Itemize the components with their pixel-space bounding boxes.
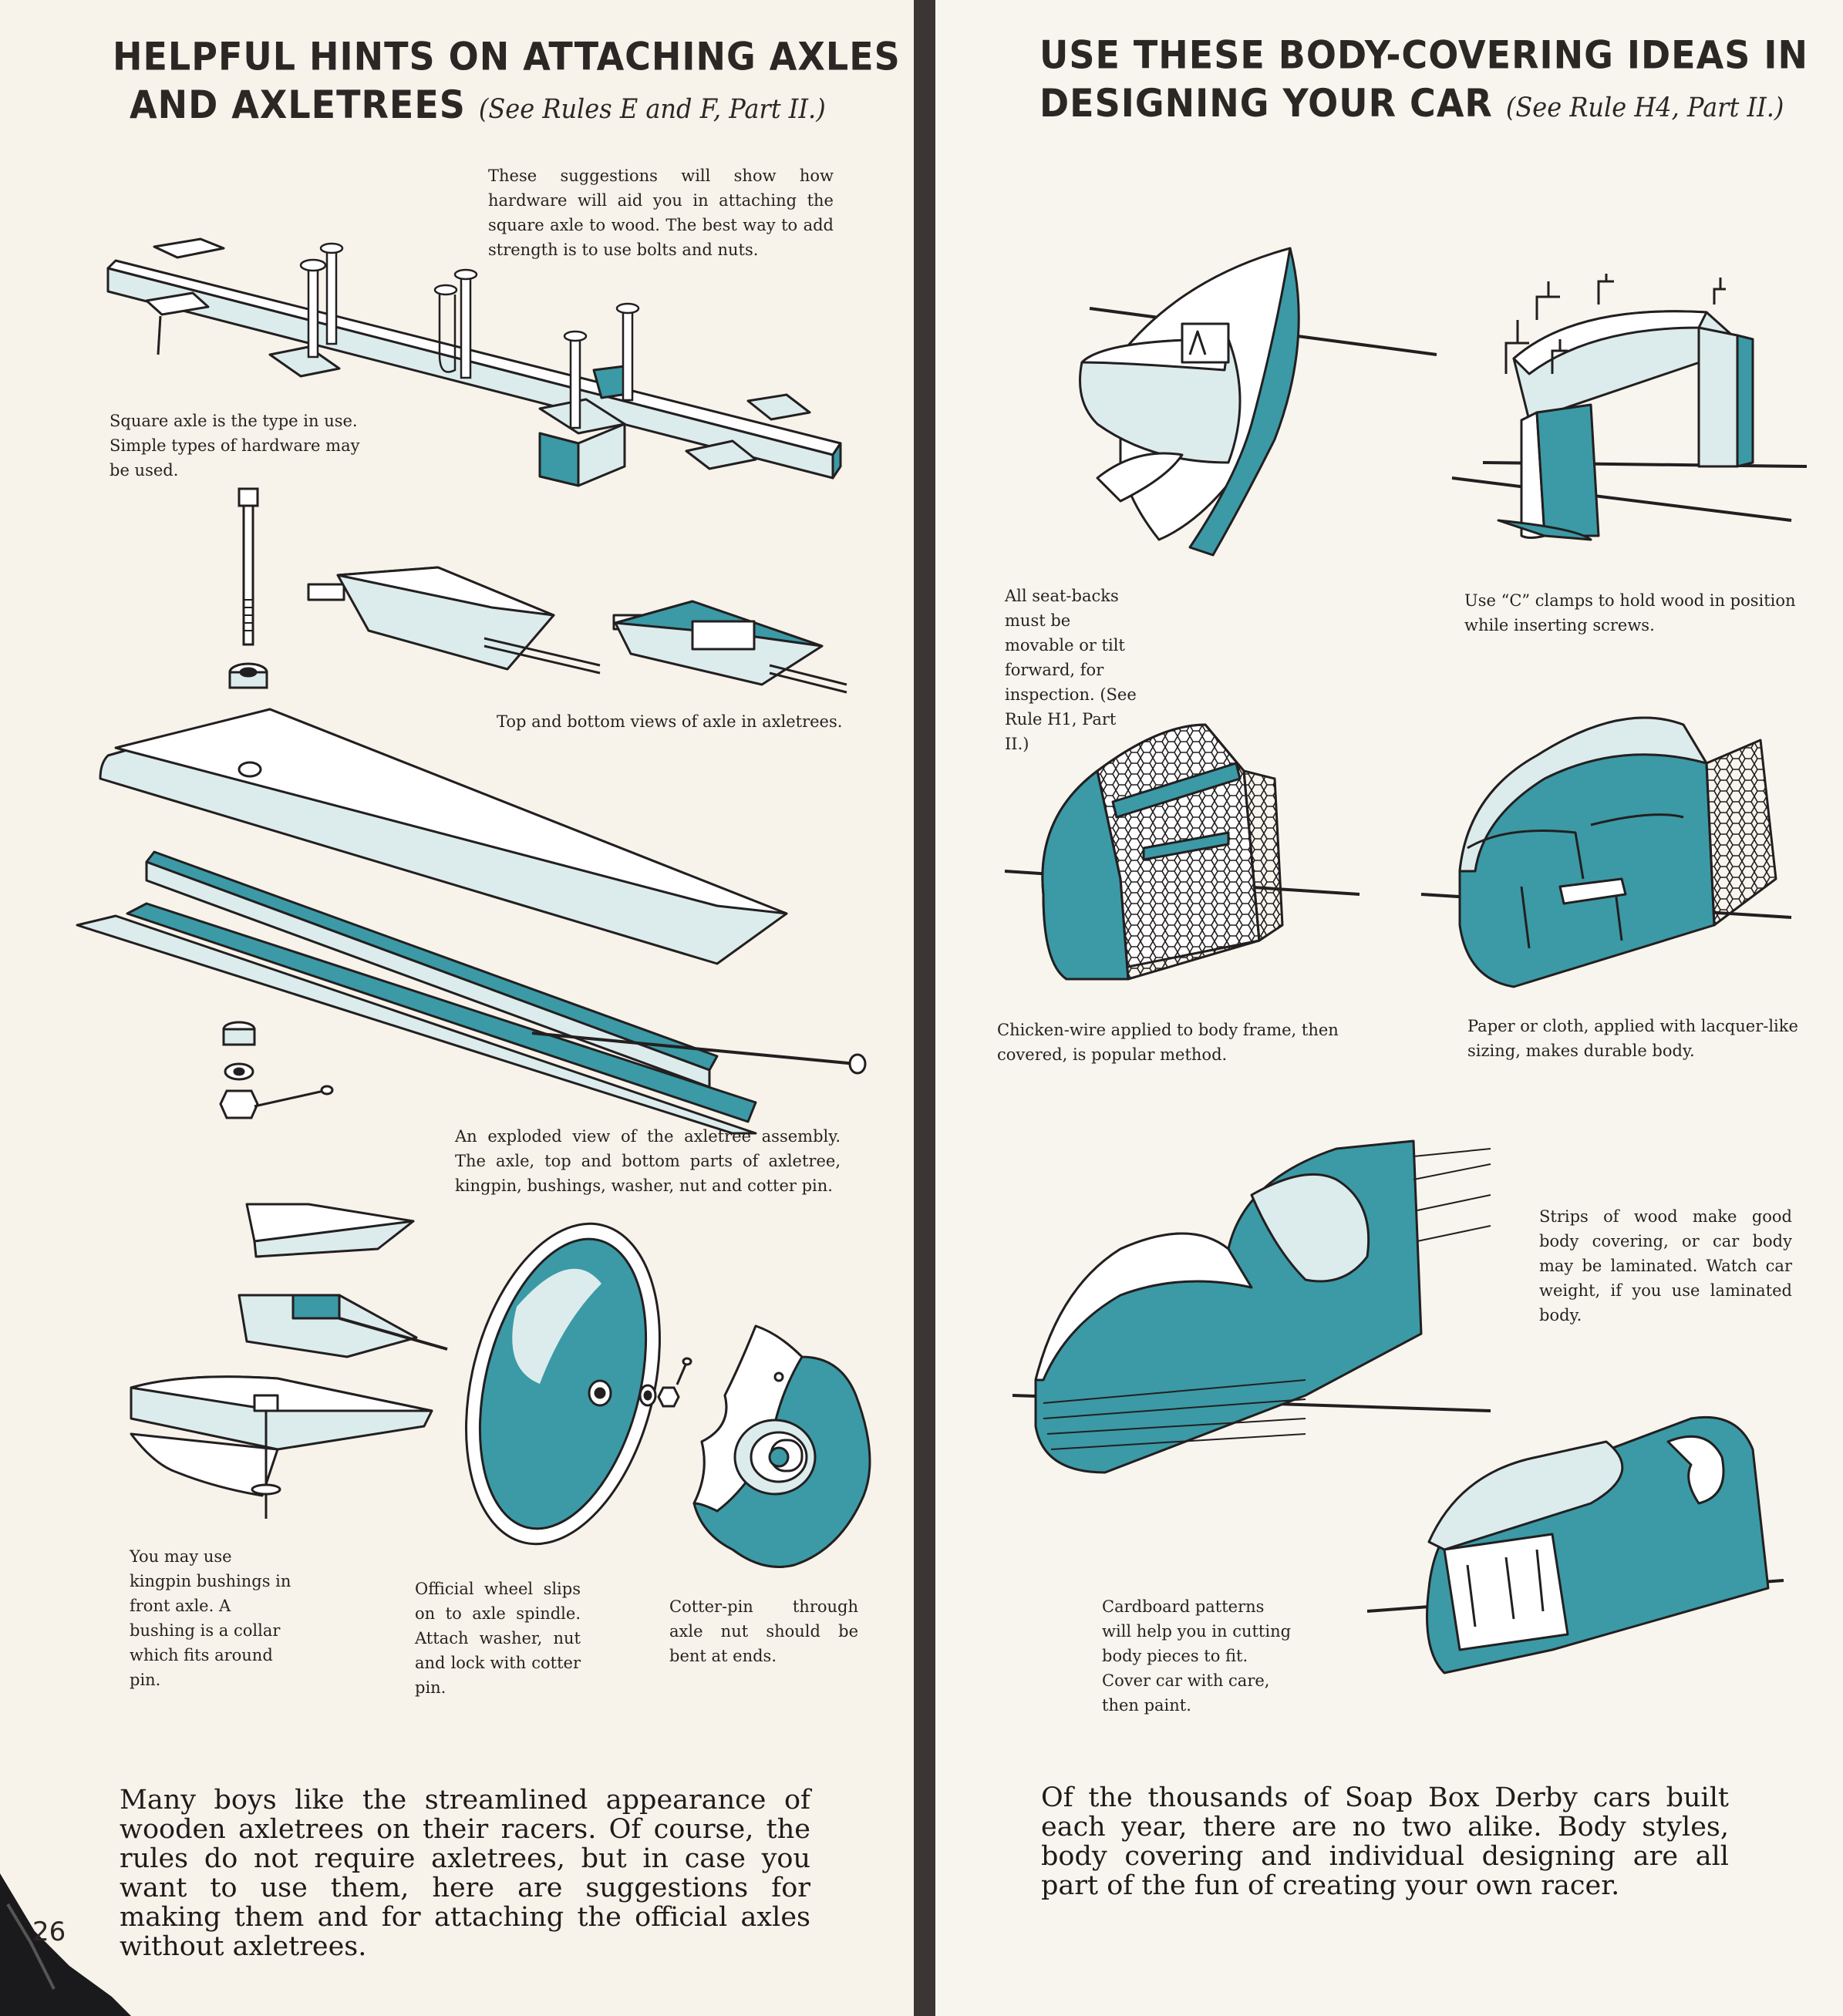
left-heading-line1: HELPFUL HINTS ON ATTACHING AXLES (113, 34, 901, 79)
kingpin-illustration (130, 1203, 448, 1519)
left-page: HELPFUL HINTS ON ATTACHING AXLES AND AXL… (0, 0, 914, 2016)
right-heading-line1: USE THESE BODY-COVERING IDEAS IN (1039, 32, 1808, 78)
caption-wheel: Official wheel slips on to axle spindle.… (415, 1580, 581, 1697)
caption-cardboard: Cardboard patterns will help you in cutt… (1102, 1597, 1292, 1715)
chicken-wire-illustration (1004, 723, 1360, 981)
caption-cotter: Cotter-pin through axle nut should be be… (669, 1597, 858, 1665)
wood-strips-illustration (1012, 1139, 1491, 1474)
caption-kingpin: You may use kingpin bushings in front ax… (130, 1547, 291, 1689)
right-page: USE THESE BODY-COVERING IDEAS IN DESIGNI… (935, 0, 1843, 2016)
caption-square-axle: Square axle is the type in use. Simple t… (110, 412, 360, 480)
wheel-illustration (465, 1222, 661, 1546)
right-heading-rule-ref: (See Rule H4, Part II.) (1505, 91, 1784, 123)
c-clamp-illustration (1451, 274, 1808, 541)
page-number: 26 (32, 1917, 66, 1947)
hub-illustration (692, 1324, 871, 1568)
washer-nut-icon (638, 1357, 692, 1408)
cardboard-pattern-illustration (1366, 1415, 1784, 1674)
right-heading: USE THESE BODY-COVERING IDEAS IN DESIGNI… (1039, 31, 1808, 132)
right-body-text: Of the thousands of Soap Box Derby cars … (1041, 1782, 1729, 1901)
left-body-text: Many boys like the streamlined appearanc… (120, 1785, 810, 1962)
book-spine (914, 0, 935, 2016)
axletree-views-illustration (307, 566, 847, 694)
page-corner-shadow (0, 1873, 131, 2016)
left-heading-line2: AND AXLETREES (130, 82, 466, 128)
right-heading-line2: DESIGNING YOUR CAR (1039, 80, 1493, 126)
caption-seat-backs: All seat-backs must be movable or tilt f… (1005, 587, 1137, 753)
left-heading: HELPFUL HINTS ON ATTACHING AXLES AND AXL… (113, 32, 901, 133)
caption-clamps: Use “C” clamps to hold wood in position … (1464, 591, 1796, 634)
caption-chicken-wire: Chicken-wire applied to body frame, then… (997, 1021, 1339, 1064)
paper-cloth-illustration (1420, 716, 1792, 988)
caption-strips: Strips of wood make good body covering, … (1539, 1207, 1792, 1324)
caption-hardware: These suggestions will show how hardware… (488, 167, 834, 259)
caption-exploded: An exploded view of the axletree assembl… (455, 1127, 841, 1195)
caption-top-bottom: Top and bottom views of axle in axletree… (497, 712, 843, 731)
axletree-exploded-illustration (76, 708, 867, 1135)
axle-hardware-illustration (106, 237, 842, 487)
caption-paper-cloth: Paper or cloth, applied with lacquer-lik… (1467, 1017, 1798, 1060)
seat-back-illustration (1079, 247, 1437, 557)
bolt-icon (228, 487, 268, 689)
left-heading-rule-ref: (See Rules E and F, Part II.) (478, 93, 826, 125)
